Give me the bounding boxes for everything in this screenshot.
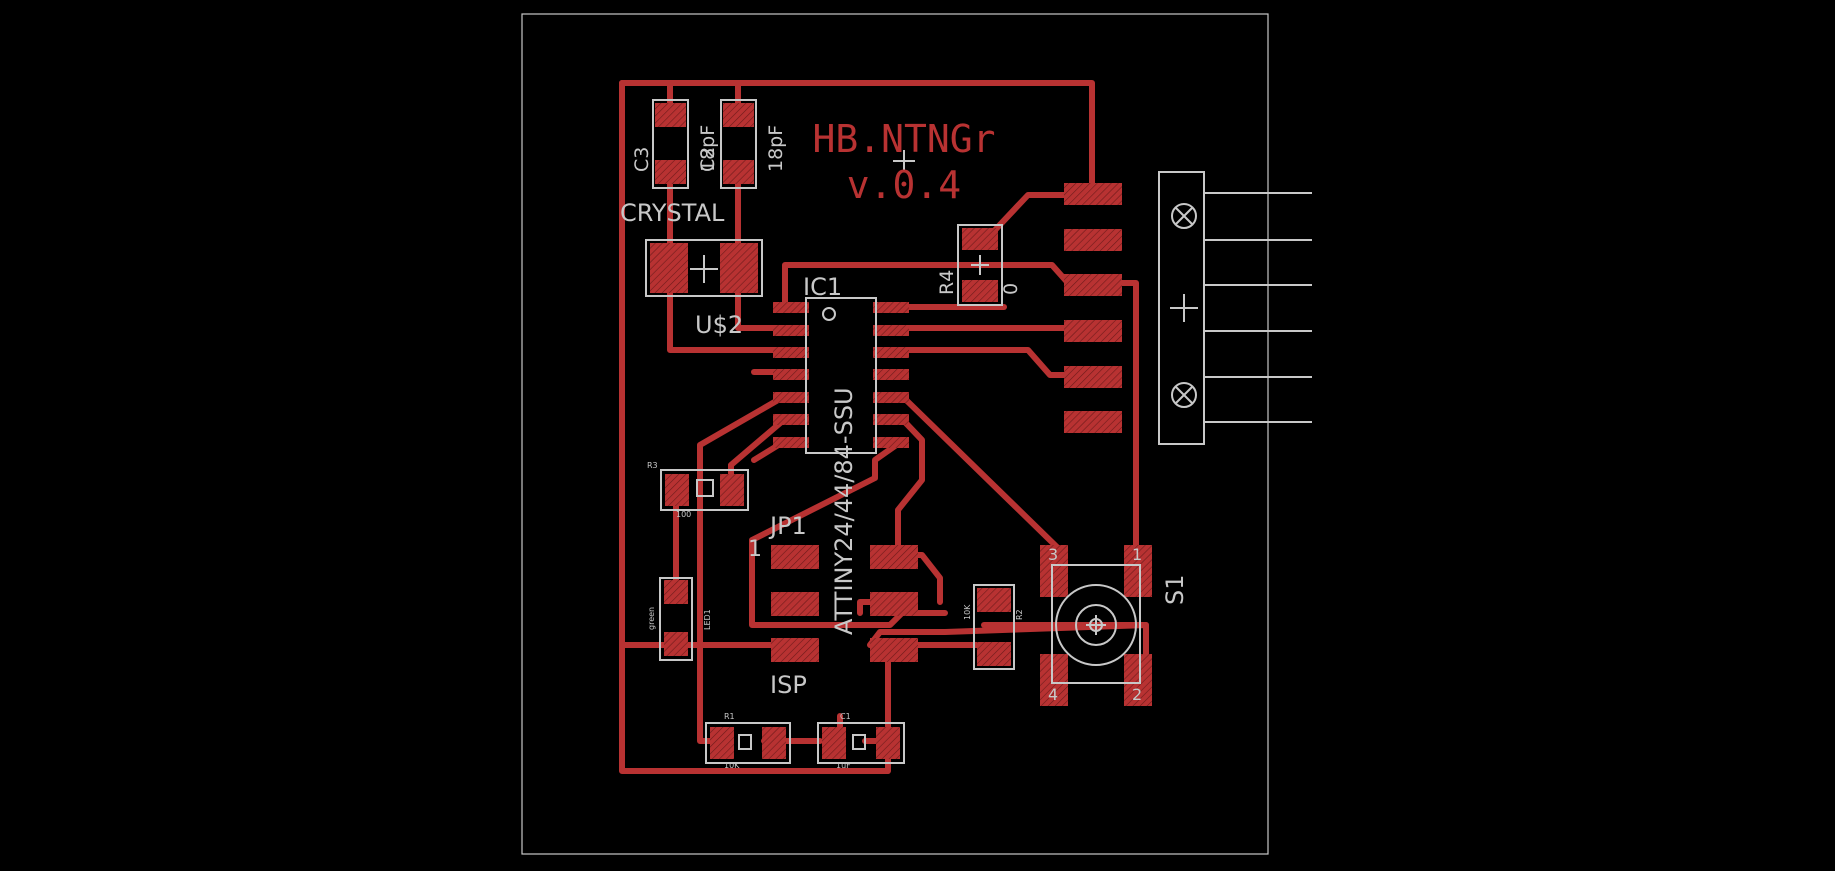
label-jp1-pin: 1 [748,537,762,562]
label-r3: R3 [647,461,658,470]
label-jp1: JP1 [768,512,807,540]
label-s1-pin2: 2 [1132,685,1142,704]
label-s1-pin1: 1 [1132,545,1142,564]
pads [650,103,1152,759]
connector-header [1158,171,1312,445]
label-u2: U$2 [695,311,743,339]
label-led1: LED1 [703,609,712,630]
board-outline [521,13,1269,855]
label-r3-value: 100 [676,510,691,519]
label-r4-value: 0 [1000,283,1022,295]
label-r4: R4 [936,270,958,295]
label-r2: R2 [1015,609,1024,620]
label-c2-value: 18pF [765,125,787,172]
label-c3-value: 18pF [697,125,719,172]
label-s1: S1 [1161,574,1189,605]
label-c1: C1 [840,712,851,721]
label-r1: R1 [724,712,735,721]
board-version: v.0.4 [847,163,961,207]
label-c2: C2 [697,147,719,172]
label-isp: ISP [770,671,807,699]
board-title: HB.NTNGr [812,117,995,161]
label-s1-pin4: 4 [1048,685,1058,704]
label-ic1-value: ATTINY24/44/84-SSU [830,387,858,635]
label-s1-pin3: 3 [1048,545,1058,564]
label-c3: C3 [631,147,653,172]
label-c1-value: 1uF [836,761,851,770]
label-led1-color: green [647,607,656,630]
label-ic1: IC1 [803,273,842,301]
silkscreen-outlines [645,99,1141,764]
label-crystal: CRYSTAL [620,199,725,227]
label-r1-value: 10K [724,761,740,770]
label-r2-value: 10K [963,604,972,620]
